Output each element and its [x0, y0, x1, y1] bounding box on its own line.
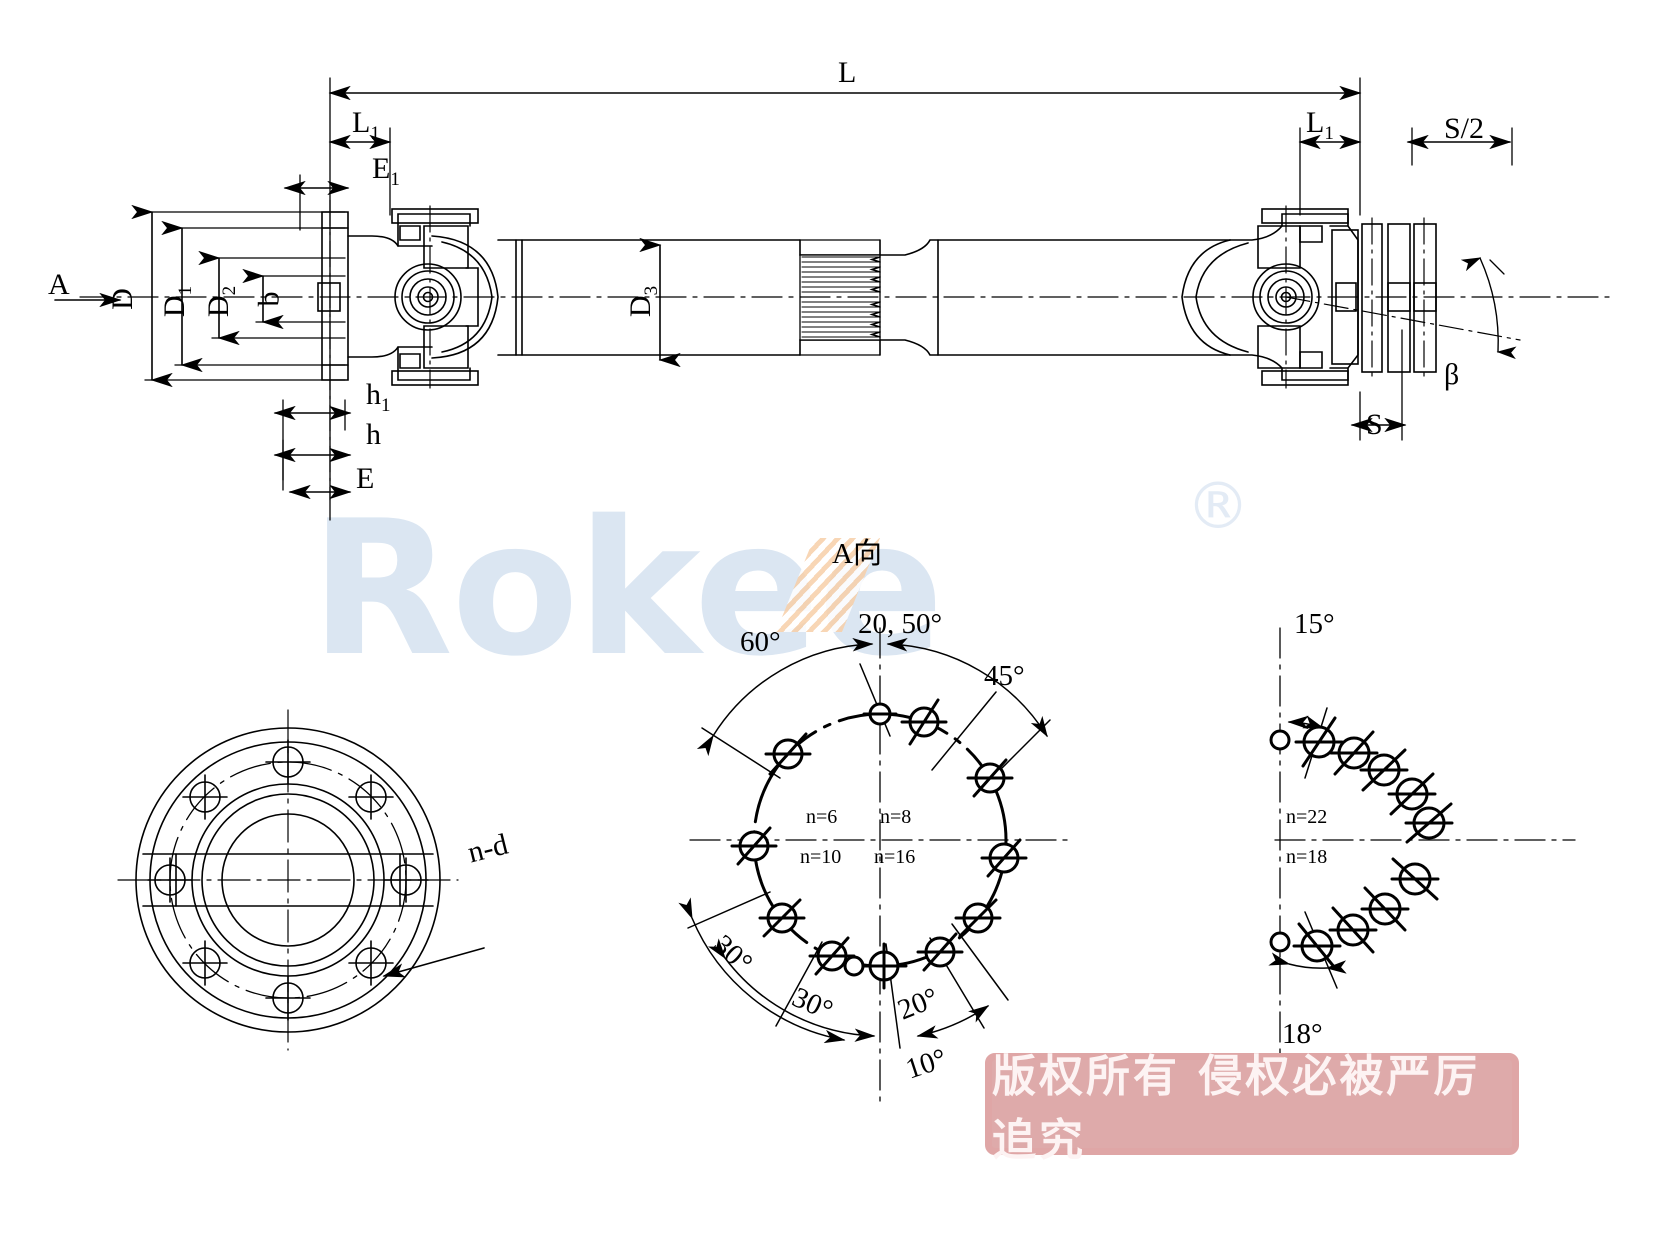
watermark-registered-icon: ®: [1186, 470, 1250, 544]
dimension-label-D1: D1: [158, 285, 197, 318]
bolt-holes: [147, 739, 429, 1021]
bolt-count-label-n18: n=18: [1286, 846, 1328, 868]
bolt-count-label-n22: n=22: [1286, 806, 1328, 828]
dimension-label-b: b: [252, 291, 286, 307]
bolt-markers: [730, 698, 1028, 990]
dimension-label-D2: D2: [202, 285, 241, 318]
dimension-label-h1: h1: [366, 378, 391, 416]
angle-label-right-top: 15°: [1294, 608, 1335, 640]
bolt-count-label-n10: n=10: [800, 846, 842, 868]
dimension-label-L1-right: L1: [1306, 106, 1334, 144]
dimension-label-E: E: [356, 462, 375, 495]
drive-shaft-tube-right: [879, 239, 1231, 356]
bolt-markers-upper: [1269, 716, 1454, 844]
angle-label-upper-left: 60°: [740, 626, 781, 658]
dimension-label-L: L: [838, 56, 857, 89]
watermark-copyright-stamp: 版权所有 侵权必被严厉追究: [985, 1051, 1519, 1166]
bolt-count-label-n16: n=16: [874, 846, 916, 868]
dimension-label-L1-left: L1: [352, 106, 380, 144]
dimension-label-beta: β: [1444, 358, 1460, 391]
bolt-count-label-n8: n=8: [880, 806, 912, 828]
angle-label-top-center: 20, 50°: [858, 608, 943, 640]
right-universal-joint: [1181, 205, 1521, 389]
bolt-count-label-n6: n=6: [806, 806, 838, 828]
dimension-label-D: D: [105, 288, 139, 310]
bolt-angle-diagram-center: [678, 627, 1071, 1106]
view-arrow-label-A: A: [48, 268, 70, 301]
angle-label-upper-right: 45°: [984, 660, 1025, 692]
watermark-copyright-text: 版权所有 侵权必被严厉追究: [992, 1051, 1481, 1166]
dimension-label-S: S: [1366, 408, 1383, 441]
section-view-title-A: A向: [832, 538, 882, 570]
flange-face-view: [117, 709, 485, 1051]
bolt-angle-diagram-right: [1268, 627, 1576, 1071]
angle-label-right-bottom: 18°: [1282, 1018, 1323, 1050]
dimension-label-h: h: [366, 418, 381, 451]
bolt-markers-lower: [1269, 857, 1440, 970]
dimension-arrows: [131, 85, 1512, 500]
dimension-label-S-half: S/2: [1444, 112, 1485, 145]
dimension-label-D3: D3: [624, 285, 663, 318]
dimension-label-E1: E1: [372, 152, 400, 190]
